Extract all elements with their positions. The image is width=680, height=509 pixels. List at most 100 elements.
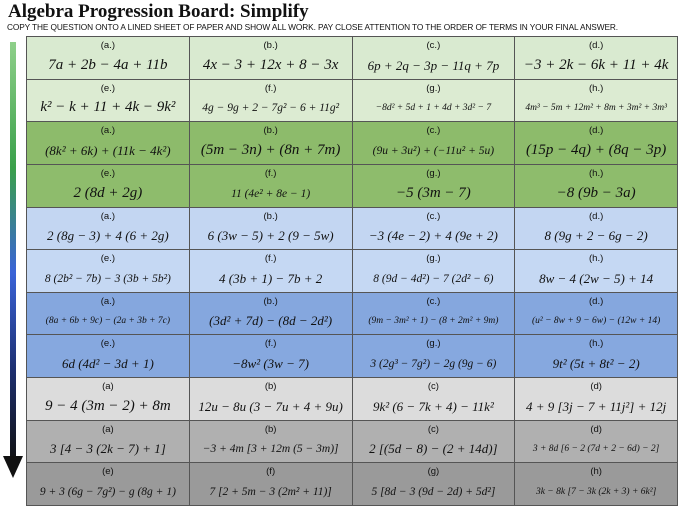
problem-label: (b) (264, 423, 277, 435)
problem-expression: 3 + 8d [6 − 2 (7d + 2 − 6d) − 2] (532, 444, 660, 455)
problem-label: (h.) (589, 167, 604, 179)
problem-cell: (a.)7a + 2b − 4a + 11b (27, 37, 189, 79)
instructions: COPY THE QUESTION ONTO A LINED SHEET OF … (7, 22, 618, 32)
problem-expression: (u² − 8w + 9 − 6w) − (12w + 14) (531, 316, 661, 327)
problem-cell: (f.)4g − 9g + 2 − 7g² − 6 + 11g² (189, 79, 352, 122)
problem-expression: 4 + 9 [3j − 7 + 11j²] + 12j (526, 398, 667, 414)
problem-cell: (b.) (5m − 3n) + (8n + 7m) (189, 122, 352, 164)
problem-cell: (c.) (9u + 3u²) + (−11u² + 5u) (352, 122, 515, 164)
problem-expression: (5m − 3n) + (8n + 7m) (200, 141, 341, 158)
problem-cell: (a.) (8a + 6b + 9c) − (2a + 3b + 7c) (27, 292, 189, 335)
problem-label: (f.) (264, 82, 277, 94)
problem-label: (d.) (589, 295, 604, 307)
problem-cell: (g) 5 [8d − 3 (9d − 2d) + 5d²] (352, 463, 515, 505)
problem-expression: −3 (4e − 2) + 4 (9e + 2) (368, 228, 498, 244)
problem-expression: 6p + 2q − 3p − 11q + 7p (367, 57, 500, 73)
problem-expression: 8 (2b² − 7b) − 3 (3b + 5b²) (44, 272, 171, 285)
problem-label: (a) (102, 381, 114, 393)
problem-label: (f.) (264, 253, 277, 265)
problem-label: (a.) (100, 210, 115, 222)
problem-label: (b.) (263, 210, 278, 222)
problem-cell: (h.) 8w − 4 (2w − 5) + 14 (515, 250, 677, 292)
problem-cell: (c.)(9m − 3m² + 1) − (8 + 2m² + 9m) (352, 292, 515, 335)
progression-arrow-icon (3, 42, 23, 478)
problem-expression: 9 − 4 (3m − 2) + 8m (44, 397, 171, 414)
problem-cell: (h)3k − 8k [7 − 3k (2k + 3) + 6k²] (515, 463, 677, 505)
problem-label: (c) (427, 423, 439, 435)
problem-label: (e.) (100, 167, 115, 179)
problem-cell: (e.)k² − k + 11 + 4k − 9k² (27, 79, 189, 122)
problem-cell: (c) 9k² (6 − 7k + 4) − 11k² (352, 378, 515, 420)
problem-expression: 2 (8d + 2g) (73, 184, 143, 201)
problem-cell: (g.)3 (2g³ − 7g²) − 2g (9g − 6) (352, 335, 515, 378)
problem-label: (e.) (100, 82, 115, 94)
problem-expression: (8a + 6b + 9c) − (2a + 3b + 7c) (45, 316, 171, 327)
problem-cell: (f.)11 (4e² + 8e − 1) (189, 164, 352, 207)
problem-label: (b.) (263, 295, 278, 307)
problem-expression: 7 [2 + 5m − 3 (2m² + 11)] (209, 486, 332, 498)
problem-label: (g.) (426, 167, 441, 179)
problem-expression: (8k² + 6k) + (11k − 4k²) (45, 142, 171, 158)
problem-cell: (e.) 2 (8d + 2g) (27, 164, 189, 207)
problem-cell: (b.)4x − 3 + 12x + 8 − 3x (189, 37, 352, 79)
problem-expression: (15p − 4q) + (8q − 3p) (525, 141, 667, 158)
problem-cell: (g.)−8d² + 5d + 1 + 4d + 3d² − 7 (352, 79, 515, 122)
progression-board: (a.)7a + 2b − 4a + 11b(b.)4x − 3 + 12x +… (26, 36, 678, 506)
problem-cell: (d.) −3 + 2k − 6k + 11 + 4k (515, 37, 677, 79)
problem-expression: (9u + 3u²) + (−11u² + 5u) (372, 144, 495, 157)
problem-cell: (d) 4 + 9 [3j − 7 + 11j²] + 12j (515, 378, 677, 420)
problem-label: (a.) (100, 125, 115, 137)
problem-cell: (g.)8 (9d − 4d²) − 7 (2d² − 6) (352, 250, 515, 292)
problem-label: (c.) (426, 40, 441, 51)
problem-expression: −3 + 2k − 6k + 11 + 4k (523, 56, 669, 73)
problem-label: (c.) (426, 210, 441, 222)
problem-cell: (d.)8 (9g + 2 − 6g − 2) (515, 207, 677, 250)
problem-label: (c) (427, 381, 439, 393)
problem-expression: 4m³ − 5m + 12m² + 8m + 3m² + 3m³ (525, 103, 667, 114)
problem-label: (h.) (589, 338, 604, 350)
problem-label: (a.) (100, 295, 115, 307)
problem-label: (g) (427, 466, 440, 478)
problem-cell: (f.) 4 (3b + 1) − 7b + 2 (189, 250, 352, 292)
problem-expression: (3d² + 7d) − (8d − 2d²) (209, 313, 333, 329)
problem-cell: (c.) 6p + 2q − 3p − 11q + 7p (352, 37, 515, 79)
problem-label: (d.) (589, 40, 604, 51)
problem-expression: 5 [8d − 3 (9d − 2d) + 5d²] (371, 486, 496, 498)
problem-expression: 8 (9g + 2 − 6g − 2) (544, 228, 648, 244)
problem-expression: −5 (3m − 7) (395, 184, 471, 201)
problem-label: (d) (590, 381, 602, 393)
problem-label: (e.) (100, 338, 115, 350)
problem-label: (h) (590, 466, 602, 478)
problem-expression: 8w − 4 (2w − 5) + 14 (539, 270, 654, 286)
problem-label: (d.) (589, 125, 604, 137)
problem-cell: (a.) (8k² + 6k) + (11k − 4k²) (27, 122, 189, 164)
problem-label: (c.) (426, 125, 441, 137)
problem-cell: (c)2 [(5d − 8) − (2 + 14d)] (352, 420, 515, 463)
problem-label: (a) (102, 423, 114, 435)
problem-cell: (b)−3 + 4m [3 + 12m (5 − 3m)] (189, 420, 352, 463)
problem-expression: −8w² (3w − 7) (232, 356, 309, 372)
problem-cell: (d)3 + 8d [6 − 2 (7d + 2 − 6d) − 2] (515, 420, 677, 463)
problem-cell: (d.) (15p − 4q) + (8q − 3p) (515, 122, 677, 164)
problem-label: (b.) (263, 125, 278, 137)
page-title: Algebra Progression Board: Simplify (8, 1, 309, 22)
problem-label: (h.) (589, 253, 604, 265)
problem-cell: (a) 9 − 4 (3m − 2) + 8m (27, 378, 189, 420)
problem-cell: (g.) −5 (3m − 7) (352, 164, 515, 207)
problem-expression: 9k² (6 − 7k + 4) − 11k² (372, 398, 494, 414)
problem-expression: −8 (9b − 3a) (556, 184, 636, 201)
problem-expression: 2 (8g − 3) + 4 (6 + 2g) (47, 228, 169, 244)
problem-cell: (f) 7 [2 + 5m − 3 (2m² + 11)] (189, 463, 352, 505)
problem-label: (b) (264, 381, 277, 393)
problem-cell: (e.)6d (4d² − 3d + 1) (27, 335, 189, 378)
problem-label: (a.) (100, 40, 115, 51)
problem-label: (g.) (426, 253, 441, 265)
problem-cell: (e)9 + 3 (6g − 7g²) − g (8g + 1) (27, 463, 189, 505)
problem-cell: (h.) −8 (9b − 3a) (515, 164, 677, 207)
problem-label: (f) (266, 466, 276, 478)
problem-cell: (h.)4m³ − 5m + 12m² + 8m + 3m² + 3m³ (515, 79, 677, 122)
problem-label: (f.) (264, 167, 277, 179)
problem-expression: 4x − 3 + 12x + 8 − 3x (202, 56, 339, 73)
problem-label: (e.) (100, 253, 115, 265)
problem-expression: 4 (3b + 1) − 7b + 2 (219, 270, 323, 286)
